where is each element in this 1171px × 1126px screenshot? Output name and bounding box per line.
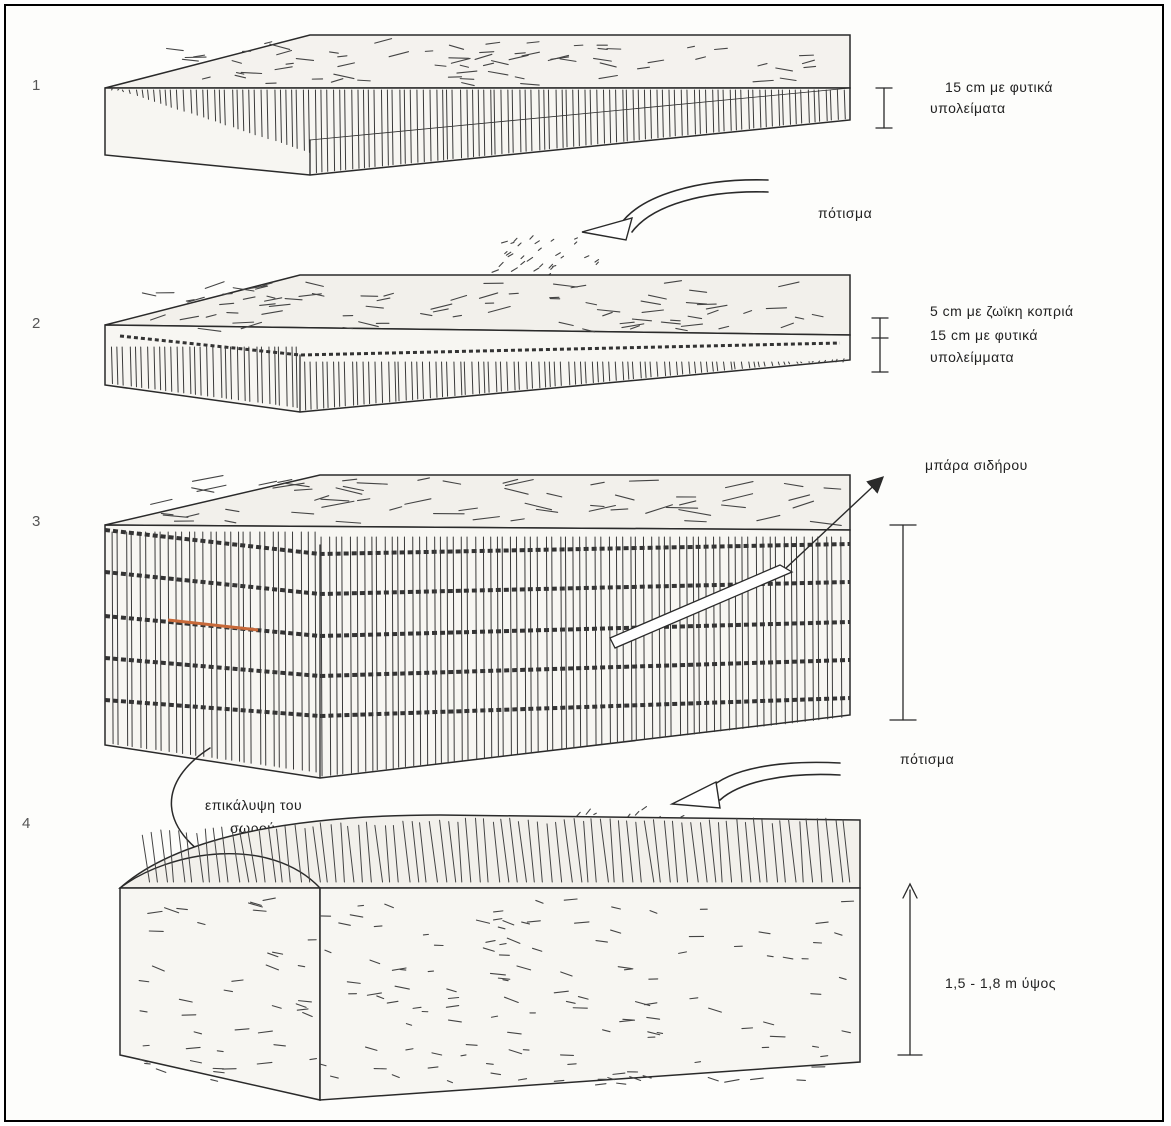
layer-2-slab xyxy=(105,275,850,412)
covered-pile xyxy=(120,815,860,1100)
step-2-number: 2 xyxy=(32,315,40,332)
layer-2-label-line3: υπολείμματα xyxy=(930,349,1014,365)
layer-2-label-line2: 15 cm με φυτικά xyxy=(930,327,1038,343)
watering-label-1: πότισμα xyxy=(818,205,872,221)
step-1-number: 1 xyxy=(32,77,40,94)
layered-pile xyxy=(105,475,850,778)
iron-bar-label: μπάρα σιδήρου xyxy=(925,457,1028,473)
step-3-number: 3 xyxy=(32,513,40,530)
pile-3-height-dimension xyxy=(890,525,916,720)
cover-label-line1: επικάλυψη του xyxy=(205,797,302,813)
watering-hose-1 xyxy=(477,180,768,289)
pile-4-height-dimension xyxy=(898,884,922,1055)
layer-1-dimension xyxy=(876,88,892,128)
layer-2-label-line1: 5 cm με ζωϊκη κοπριά xyxy=(930,303,1074,319)
step-4-number: 4 xyxy=(22,815,30,832)
layer-2-dimension xyxy=(872,318,888,372)
layer-1-label-line2: υπολείματα xyxy=(930,100,1006,116)
layer-1-slab xyxy=(105,35,850,175)
layer-1-label-line1: 15 cm με φυτικά xyxy=(945,79,1053,95)
pile-4-height-label: 1,5 - 1,8 m ύψος xyxy=(945,975,1056,991)
watering-label-2: πότισμα xyxy=(900,751,954,767)
